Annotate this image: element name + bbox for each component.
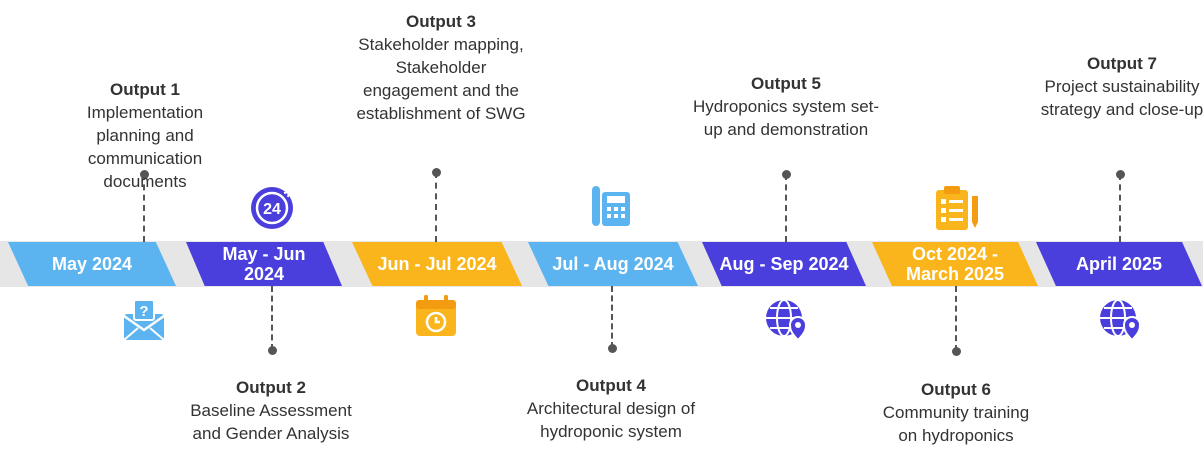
globe-pin-icon <box>1100 299 1142 342</box>
output-title: Output 5 <box>751 74 821 93</box>
period-oct-2024-march-2025: Oct 2024 - March 2025 <box>872 242 1038 286</box>
output-5-label: Output 5 Hydroponics system set-up and d… <box>691 72 881 141</box>
connector-line <box>271 286 273 350</box>
connector-line <box>955 286 957 351</box>
output-1-label: Output 1 Implementation planning and com… <box>60 78 230 193</box>
output-description: Community training on hydroponics <box>882 403 1030 445</box>
period-jun-jul-2024: Jun - Jul 2024 <box>352 242 522 286</box>
output-description: Architectural design of hydroponic syste… <box>526 399 696 441</box>
output-title: Output 7 <box>1087 54 1157 73</box>
period-may-jun-2024: May - Jun 2024 <box>186 242 342 286</box>
globe-pin-icon <box>766 299 808 342</box>
output-description: Baseline Assessment and Gender Analysis <box>190 401 352 443</box>
svg-text:?: ? <box>139 303 148 320</box>
period-label: Oct 2024 - March 2025 <box>905 244 1005 284</box>
period-label: Jun - Jul 2024 <box>377 254 497 274</box>
output-title: Output 3 <box>406 12 476 31</box>
period-jul-aug-2024: Jul - Aug 2024 <box>528 242 698 286</box>
output-title: Output 6 <box>921 380 991 399</box>
period-label: May 2024 <box>51 254 133 274</box>
svg-text:24: 24 <box>263 201 281 218</box>
connector-line <box>143 174 145 242</box>
output-description: Hydroponics system set-up and demonstrat… <box>692 97 880 139</box>
output-description: Stakeholder mapping, Stakeholder engagem… <box>356 35 526 123</box>
output-description: Implementation planning and communicatio… <box>86 103 204 191</box>
period-april-2025: April 2025 <box>1036 242 1202 286</box>
output-7-label: Output 7 Project sustainability strategy… <box>1037 52 1203 121</box>
connector-line <box>611 286 613 348</box>
office-phone-icon <box>592 186 630 226</box>
clock-24-icon: 24 <box>251 187 293 229</box>
output-4-label: Output 4 Architectural design of hydropo… <box>516 374 706 443</box>
period-label: Jul - Aug 2024 <box>552 254 674 274</box>
output-3-label: Output 3 Stakeholder mapping, Stakeholde… <box>351 10 531 125</box>
output-2-label: Output 2 Baseline Assessment and Gender … <box>181 376 361 445</box>
output-title: Output 1 <box>110 80 180 99</box>
period-label: Aug - Sep 2024 <box>719 254 849 274</box>
envelope-question-icon: ? <box>123 299 165 341</box>
connector-dot <box>267 345 277 355</box>
period-may-2024: May 2024 <box>8 242 176 286</box>
output-title: Output 4 <box>576 376 646 395</box>
connector-dot <box>781 169 791 179</box>
output-title: Output 2 <box>236 378 306 397</box>
connector-dot <box>431 167 441 177</box>
connector-line <box>785 174 787 242</box>
output-6-label: Output 6 Community training on hydroponi… <box>871 378 1041 447</box>
connector-dot <box>139 169 149 179</box>
output-description: Project sustainability strategy and clos… <box>1040 77 1203 119</box>
connector-dot <box>1115 169 1125 179</box>
period-label: April 2025 <box>1075 254 1163 274</box>
connector-line <box>435 172 437 242</box>
connector-line <box>1119 174 1121 242</box>
period-label: May - Jun 2024 <box>222 244 306 284</box>
period-aug-sep-2024: Aug - Sep 2024 <box>702 242 866 286</box>
connector-dot <box>951 346 961 356</box>
connector-dot <box>607 343 617 353</box>
calendar-clock-icon <box>416 295 456 336</box>
clipboard-checklist-icon <box>936 186 978 230</box>
